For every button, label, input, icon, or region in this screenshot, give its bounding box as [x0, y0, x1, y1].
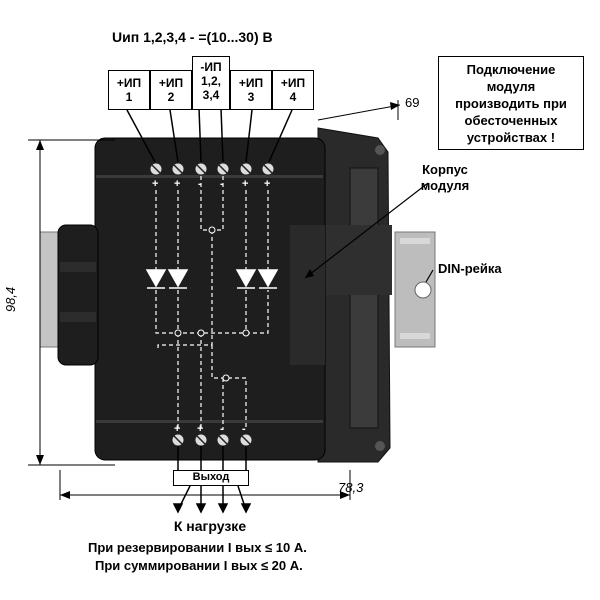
- input-box-1-line2: 1: [125, 90, 133, 104]
- input-box-1-line1: +ИП: [116, 76, 142, 90]
- top-terminal-marks: + + - - + +: [152, 178, 270, 190]
- input-box-3-line2: 1,2,: [200, 74, 221, 88]
- diode-2: [167, 269, 189, 289]
- terminal-top-mark-3: -: [198, 178, 202, 190]
- dimension-lines: [28, 100, 401, 500]
- input-box-1: +ИП 1: [108, 70, 150, 110]
- input-box-3: +ИП 3: [230, 70, 272, 110]
- din-rail-label: DIN-рейка: [438, 261, 502, 276]
- internal-wiring: [155, 176, 269, 430]
- output-box: Выход: [173, 470, 249, 486]
- module-housing: [57, 137, 326, 461]
- to-load-label: К нагрузке: [173, 518, 247, 534]
- terminal-top-mark-6: +: [264, 178, 270, 190]
- diode-4: [257, 269, 279, 289]
- input-box-2-line2: 2: [167, 90, 175, 104]
- node-minus: [208, 226, 216, 234]
- input-box-5-line2: 4: [289, 90, 297, 104]
- terminal-bottom-mark-2: +: [197, 423, 203, 435]
- output-leads: [172, 446, 252, 514]
- case-label: Корпус модуля: [420, 162, 470, 193]
- bottom-terminal-marks: + + - -: [174, 423, 246, 435]
- input-box-3-line1: -ИП: [200, 60, 222, 74]
- label-pointers: [304, 182, 434, 283]
- node-sum-left: [174, 329, 182, 337]
- warning-text: Подключение модуля производить при обест…: [455, 62, 567, 145]
- node-return: [222, 374, 230, 382]
- input-box-2-line1: +ИП: [158, 76, 184, 90]
- terminal-bottom-mark-1: +: [174, 423, 180, 435]
- terminal-top-mark-5: +: [242, 178, 248, 190]
- node-sum-right: [242, 329, 250, 337]
- input-box-3-line3: 3,4: [202, 88, 220, 102]
- top-terminals: [149, 162, 275, 176]
- diode-3: [235, 269, 257, 289]
- summing-note: При суммировании I вых ≤ 20 А.: [95, 558, 303, 573]
- input-box-4-line1: +ИП: [238, 76, 264, 90]
- pointer-arrowhead: [305, 269, 314, 278]
- input-box-2: +ИП 2: [150, 70, 192, 110]
- warning-box: Подключение модуля производить при обест…: [438, 56, 584, 150]
- input-box-4-line2: 3: [247, 90, 255, 104]
- terminal-top-mark-1: +: [152, 178, 158, 190]
- node-sum-mid: [197, 329, 205, 337]
- output-box-label: Выход: [192, 471, 230, 483]
- redundancy-note: При резервировании I вых ≤ 10 А.: [88, 540, 307, 555]
- module-housing-side: [317, 127, 392, 463]
- input-box-3: -ИП 1,2, 3,4: [192, 56, 230, 110]
- dimension-arrowheads: [36, 102, 400, 499]
- input-box-5: +ИП 4: [272, 70, 314, 110]
- dimension-height: 98,4: [3, 286, 19, 313]
- terminal-top-mark-2: +: [174, 178, 180, 190]
- terminal-top-mark-4: -: [220, 178, 224, 190]
- supply-voltage-label: Uип 1,2,3,4 - =(10...30) В: [112, 29, 273, 45]
- terminal-bottom-mark-4: -: [242, 423, 246, 435]
- input-leads: [126, 107, 293, 163]
- bottom-terminals: [171, 433, 253, 447]
- diodes: [145, 269, 279, 289]
- dimension-depth: 69: [405, 95, 420, 110]
- dimension-width: 78,3: [338, 480, 364, 495]
- terminal-bottom-mark-3: -: [220, 423, 224, 435]
- input-box-5-line1: +ИП: [280, 76, 306, 90]
- diode-1: [145, 269, 167, 289]
